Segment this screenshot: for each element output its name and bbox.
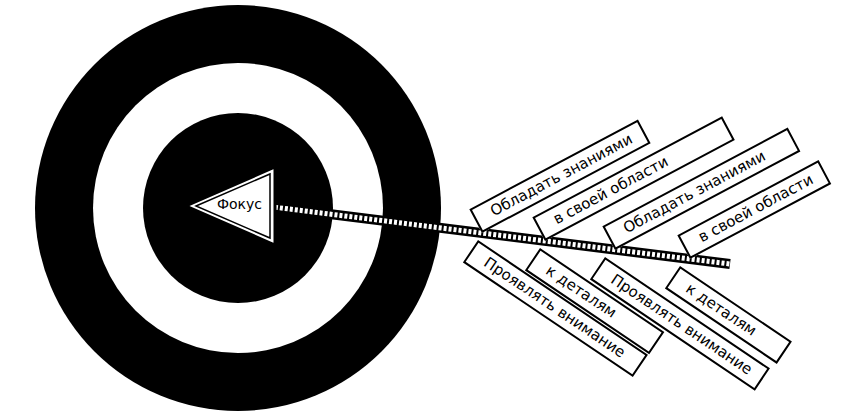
tip-label: Фокус bbox=[217, 196, 262, 213]
outer-ring bbox=[35, 5, 441, 411]
arrow-tip: Фокус bbox=[183, 164, 278, 248]
tip-outline bbox=[186, 167, 275, 245]
white-ring bbox=[93, 63, 383, 353]
tip-inner-outline bbox=[196, 174, 270, 238]
